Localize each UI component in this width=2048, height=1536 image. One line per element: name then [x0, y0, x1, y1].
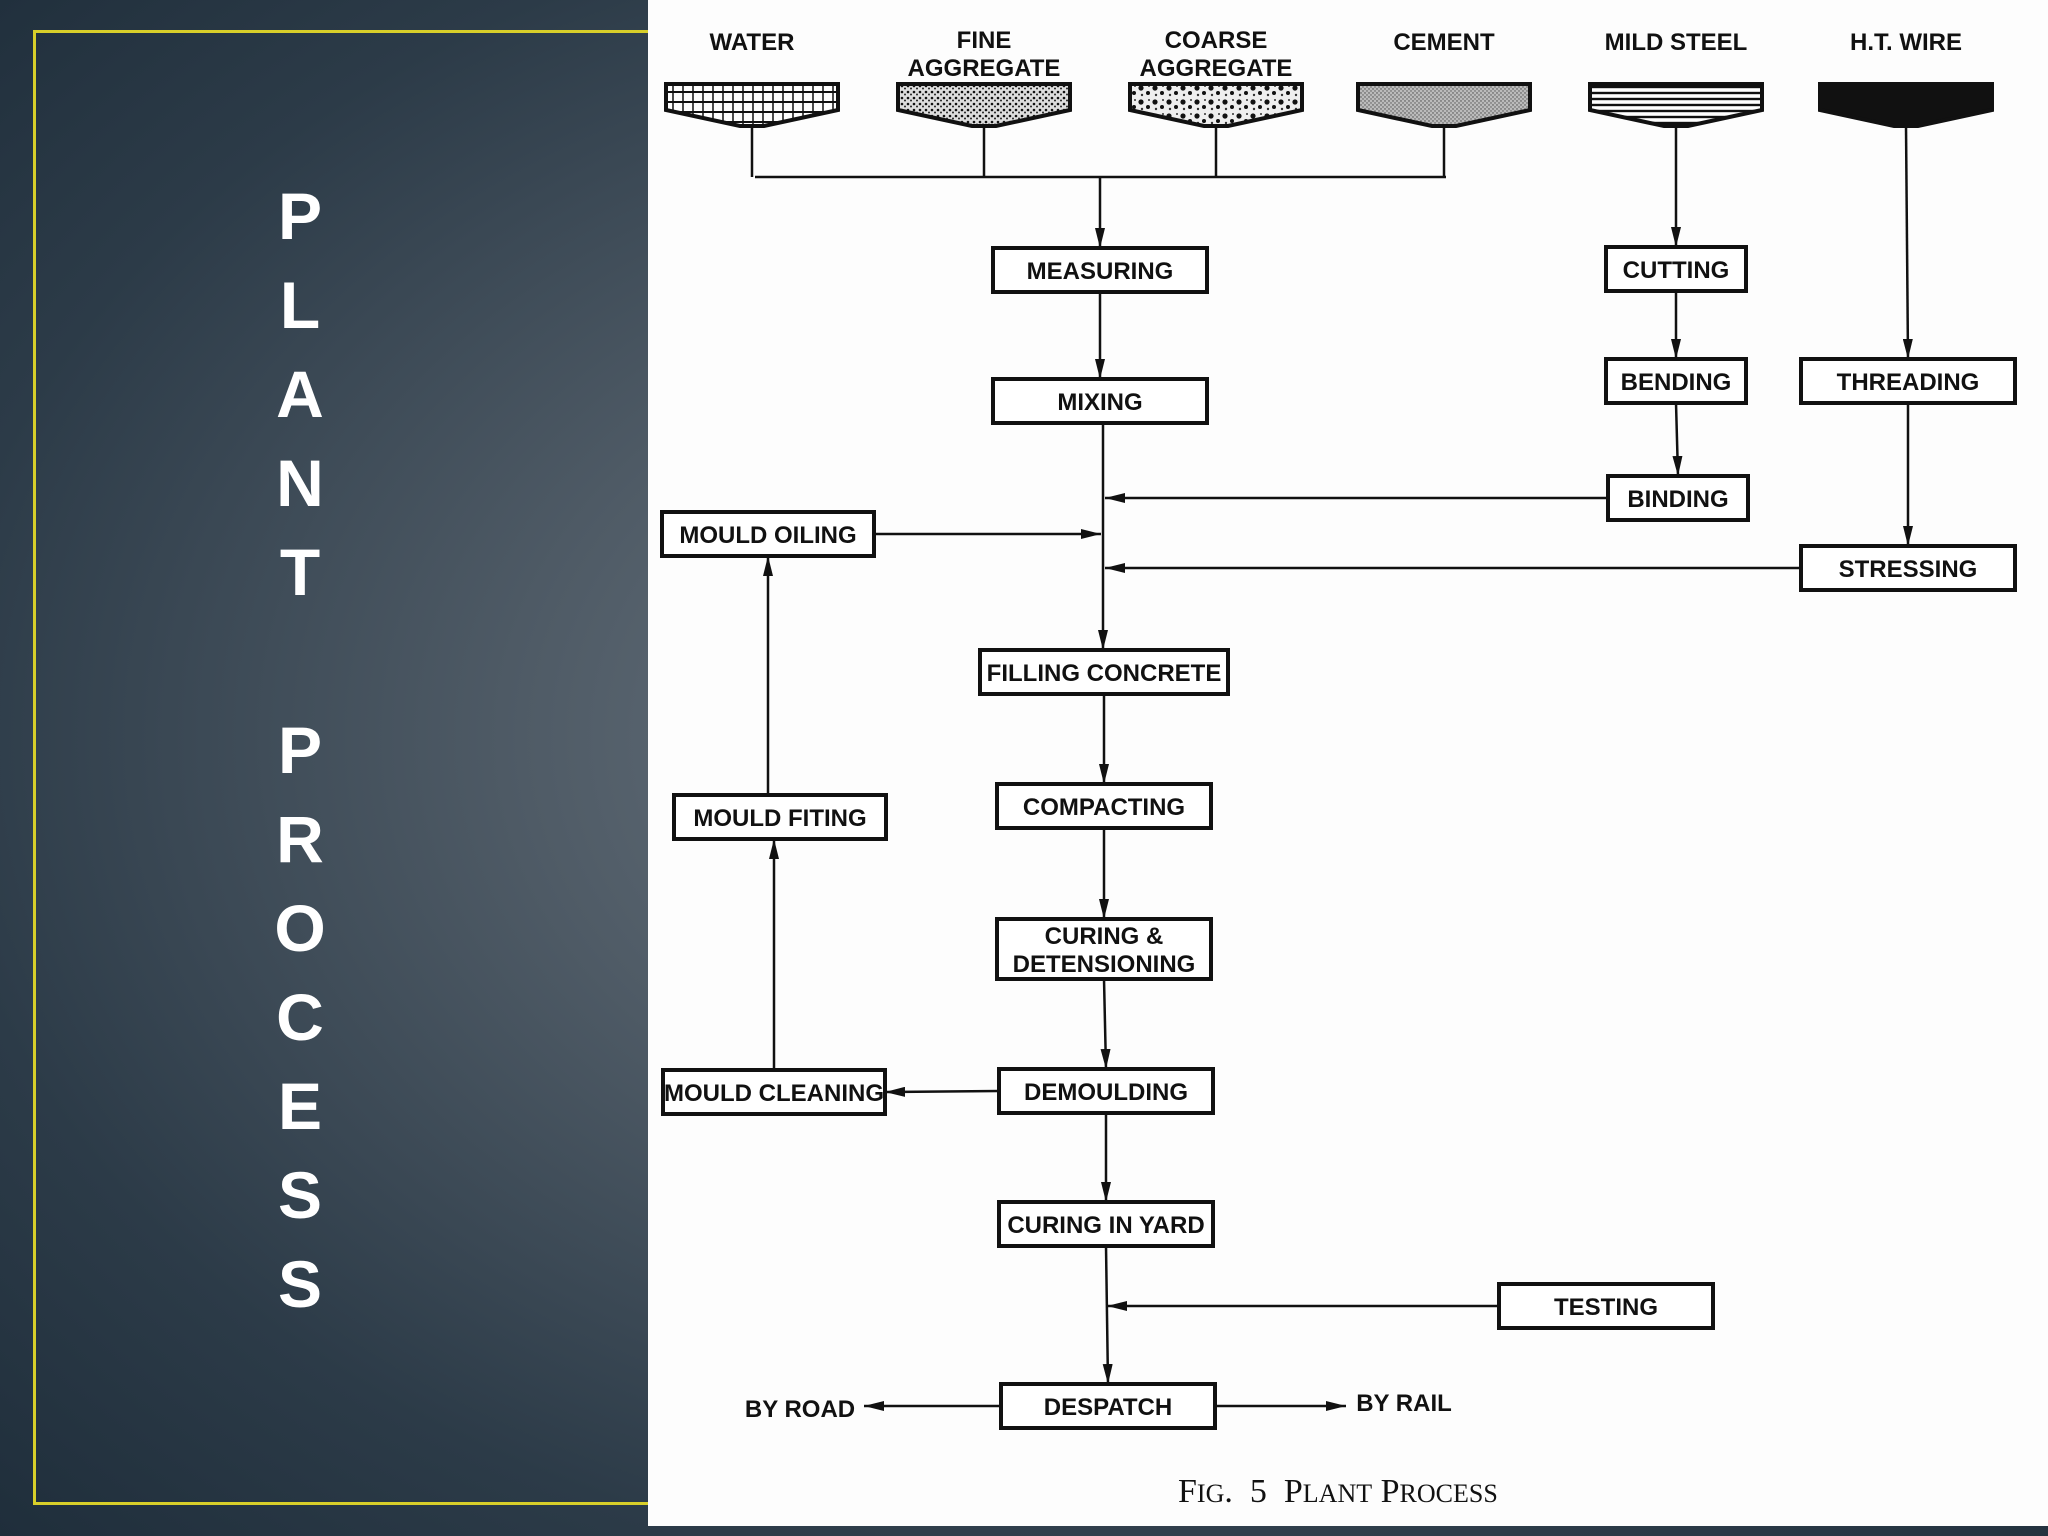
- node-box: [997, 1200, 1215, 1248]
- node-threading: THREADING: [1799, 357, 2017, 405]
- hopper-ht-icon: [1818, 82, 1994, 128]
- input-water: WATER: [664, 29, 840, 128]
- diagram-edges: [750, 125, 1913, 1411]
- title-letter: P: [277, 179, 323, 253]
- node-label: STRESSING: [1839, 556, 1978, 583]
- input-label: WATER: [710, 29, 795, 56]
- input-ht: H.T. WIRE: [1818, 29, 1994, 128]
- node-box: [1604, 245, 1748, 293]
- node-label: MEASURING: [1027, 258, 1174, 285]
- node-label: FILLING CONCRETE: [987, 660, 1222, 687]
- node-box: [1604, 357, 1748, 405]
- node-label: CURING IN YARD: [1007, 1212, 1204, 1239]
- node-label: BENDING: [1621, 369, 1732, 396]
- node-label: MOULD CLEANING: [664, 1080, 884, 1107]
- figure-caption: FIG. 5 PLANT PROCESS: [1178, 1473, 1498, 1510]
- edge-curing_det-to-demoulding: [1100, 978, 1111, 1070]
- node-cutting: CUTTING: [1604, 245, 1748, 293]
- node-label: CUTTING: [1623, 257, 1730, 284]
- edge-curing_yard-to-despatch: [1102, 1245, 1113, 1385]
- node-label: BY RAIL: [1356, 1390, 1452, 1417]
- hopper-water-icon: [664, 82, 840, 128]
- node-box: [997, 1067, 1215, 1115]
- node-binding: BINDING: [1606, 474, 1750, 522]
- input-label: MILD STEEL: [1605, 29, 1748, 56]
- input-cement: CEMENT: [1356, 29, 1532, 128]
- node-box: [1799, 357, 2017, 405]
- node-box: [995, 782, 1213, 830]
- node-label: MOULD FITING: [693, 805, 866, 832]
- node-curing-yard: CURING IN YARD: [997, 1200, 1215, 1248]
- node-label: TESTING: [1554, 1294, 1658, 1321]
- node-box: [672, 793, 888, 841]
- node-box: [995, 917, 1213, 981]
- title-letter: A: [276, 357, 324, 431]
- node-label: DEMOULDING: [1024, 1079, 1188, 1106]
- input-mild: MILD STEEL: [1588, 29, 1764, 128]
- node-mould-oiling: MOULD OILING: [660, 510, 876, 558]
- edge-demoulding-to-mould_cleaning: [884, 1086, 1000, 1097]
- node-by-road: BY ROAD: [745, 1396, 855, 1423]
- hopper-mild-icon: [1588, 82, 1764, 128]
- title-letter: N: [276, 446, 324, 520]
- title-letter: S: [277, 1158, 323, 1232]
- node-label: CURING &DETENSIONING: [1013, 923, 1196, 978]
- title-letter: P: [277, 713, 323, 787]
- node-filling: FILLING CONCRETE: [978, 648, 1230, 696]
- node-box: [660, 510, 876, 558]
- node-label: BINDING: [1627, 486, 1728, 513]
- hopper-fine-icon: [896, 82, 1072, 128]
- node-measuring: MEASURING: [991, 246, 1209, 294]
- node-label: MIXING: [1057, 389, 1142, 416]
- node-compacting: COMPACTING: [995, 782, 1213, 830]
- input-label: CEMENT: [1393, 29, 1495, 56]
- node-mould-fiting: MOULD FITING: [672, 793, 888, 841]
- node-demoulding: DEMOULDING: [997, 1067, 1215, 1115]
- edge-bending-to-binding: [1672, 402, 1683, 477]
- title-letter: O: [274, 891, 326, 965]
- node-mixing: MIXING: [991, 377, 1209, 425]
- node-box: [661, 1068, 887, 1116]
- node-box: [991, 246, 1209, 294]
- title-letter: T: [279, 535, 321, 609]
- node-mould-cleaning: MOULD CLEANING: [661, 1068, 887, 1116]
- node-label: COMPACTING: [1023, 794, 1185, 821]
- node-label: BY ROAD: [745, 1396, 855, 1423]
- input-label: H.T. WIRE: [1850, 29, 1962, 56]
- node-box: [1799, 544, 2017, 592]
- node-label: MOULD OILING: [679, 522, 856, 549]
- hopper-cement-icon: [1356, 82, 1532, 128]
- title-letter: E: [277, 1069, 323, 1143]
- node-bending: BENDING: [1604, 357, 1748, 405]
- node-box: [1606, 474, 1750, 522]
- node-label: DESPATCH: [1044, 1394, 1172, 1421]
- node-box: [1497, 1282, 1715, 1330]
- node-testing: TESTING: [1497, 1282, 1715, 1330]
- title-letter: R: [276, 802, 324, 876]
- node-label: THREADING: [1837, 369, 1980, 396]
- node-curing-det: CURING &DETENSIONING: [995, 917, 1213, 981]
- node-by-rail: BY RAIL: [1356, 1390, 1452, 1417]
- node-box: [999, 1382, 1217, 1430]
- edge-ht-to-threading: [1902, 125, 1913, 360]
- title-letter: L: [279, 268, 321, 342]
- node-box: [991, 377, 1209, 425]
- node-box: [978, 648, 1230, 696]
- title-letter: S: [277, 1247, 323, 1321]
- node-stressing: STRESSING: [1799, 544, 2017, 592]
- node-despatch: DESPATCH: [999, 1382, 1217, 1430]
- title-letter: C: [276, 980, 324, 1054]
- hopper-coarse-icon: [1128, 82, 1304, 128]
